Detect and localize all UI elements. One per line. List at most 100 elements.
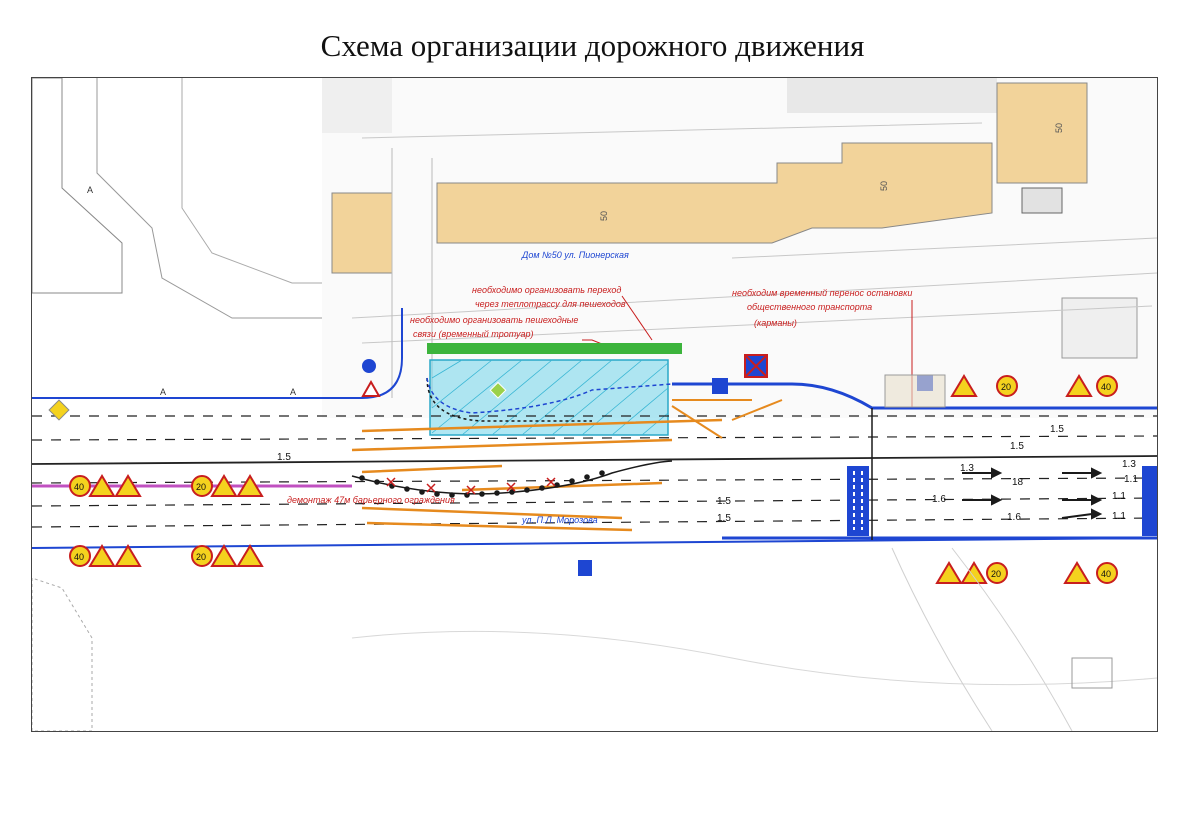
- svg-text:40: 40: [74, 482, 84, 492]
- left-road-edge-2: [181, 78, 322, 284]
- svg-text:40: 40: [1101, 382, 1111, 392]
- road-mark-a3: A: [87, 185, 93, 195]
- crosswalk-stripes: [853, 471, 863, 530]
- sign-cluster-left-north: 40: [69, 474, 142, 497]
- sign-cluster-left-south: 40: [69, 544, 142, 567]
- left-road-edge: [96, 78, 322, 319]
- road-mark-a1: A: [290, 387, 296, 397]
- lane-label-4: 1.5: [1050, 424, 1064, 435]
- svg-text:20: 20: [1001, 382, 1011, 392]
- sign-cluster-right-north: 20 40: [950, 374, 1118, 397]
- traffic-scheme-map: 50 50 50 Дом №50 ул. Пионерская необходи…: [31, 77, 1158, 732]
- barrier-fence-line: [351, 460, 673, 495]
- lane-label-11: 1.1: [1112, 511, 1126, 522]
- lane-label-12: 1.1: [1124, 474, 1138, 485]
- narrowing-sign: [114, 474, 142, 497]
- lane-label-9: 1.6: [1007, 512, 1021, 523]
- road-edge-north-right: [672, 382, 1157, 410]
- annotation-bus-1: необходим временный перенос остановки: [732, 288, 912, 298]
- lane-dash-5: [32, 517, 1157, 528]
- speed-limit-sign: [191, 545, 213, 567]
- sign-cluster-right-south: 20 40: [935, 561, 1118, 584]
- construction-hatch: [431, 359, 669, 436]
- diamond-sign-center: [489, 381, 507, 399]
- house-number-a: 50: [599, 211, 609, 221]
- barrier-removal-marks: [386, 477, 556, 495]
- lane-dash-3: [32, 477, 1157, 484]
- building-right: [996, 82, 1088, 184]
- annotation-crossing-2: через теплотрассу для пешеходов: [475, 299, 626, 309]
- contour-1: [351, 630, 1157, 686]
- sign-cluster-mid-north: 20: [191, 474, 264, 497]
- lane-solid-center: [32, 455, 1157, 465]
- contour-2: [891, 547, 1073, 731]
- road-works-sign-2: [1063, 561, 1091, 584]
- barrier-fence-posts: [359, 470, 605, 498]
- narrowing-sign: [960, 561, 988, 584]
- crosswalk-left: [847, 466, 869, 536]
- survey-lines: [351, 122, 1157, 344]
- house-number-b: 50: [879, 181, 889, 191]
- bus-pavilion: [884, 374, 946, 408]
- speed-limit-sign: [996, 375, 1018, 397]
- lane-label-2: 1.5: [717, 496, 731, 507]
- lane-label-3: 1.5: [717, 513, 731, 524]
- priority-road-sign: [48, 399, 70, 421]
- sign-cluster-mid-south: 20: [191, 544, 264, 567]
- street-label: ул. П.Л. Морозова: [521, 515, 598, 525]
- road-works-sign: [210, 474, 238, 497]
- road-works-sign: [935, 561, 963, 584]
- lane-label-10: 1.1: [1112, 491, 1126, 502]
- road-works-sign: [210, 544, 238, 567]
- narrowing-sign: [236, 474, 264, 497]
- speed-limit-sign: [69, 545, 91, 567]
- svg-text:40: 40: [74, 552, 84, 562]
- annotation-pockets: (карманы): [754, 318, 797, 328]
- crosswalk-right: [1142, 466, 1157, 536]
- road-works-sign-2: [1065, 374, 1093, 397]
- temporary-arrows: [671, 399, 783, 439]
- hatched-band-left: [322, 78, 392, 133]
- page-title: Схема организации дорожного движения: [320, 28, 865, 63]
- road-edge-south: [32, 537, 1157, 549]
- road-mark-a2: A: [160, 387, 166, 397]
- bus-stop-sign: [712, 378, 728, 394]
- speed-limit-sign-2: [1096, 562, 1118, 584]
- house-number-c: 50: [1054, 123, 1064, 133]
- annotation-bus-2: общественного транспорта: [747, 302, 872, 312]
- bottom-left-outline: [32, 577, 93, 731]
- bottom-right-structure: [1071, 657, 1113, 689]
- lane-label-13: 18: [1012, 477, 1024, 488]
- building-main: [436, 142, 993, 244]
- speed-limit-sign: [69, 475, 91, 497]
- road-works-sign: [88, 474, 116, 497]
- lane-label-8: 1.6: [932, 494, 946, 505]
- building-small-left: [331, 192, 393, 274]
- annotation-pedestrian-2: связи (временный тротуар): [413, 329, 534, 339]
- temporary-curb-curve: [426, 377, 592, 422]
- svg-text:20: 20: [991, 569, 1001, 579]
- cancel-cross: [744, 354, 768, 378]
- road-works-sign: [88, 544, 116, 567]
- annotation-barrier-removal: демонтаж 47м барьерного ограждения: [287, 495, 455, 505]
- house-label: Дом №50 ул. Пионерская: [521, 250, 629, 260]
- narrowing-sign: [114, 544, 142, 567]
- left-block-outline: [32, 78, 123, 294]
- left-area: [32, 78, 322, 403]
- lane-label-1: 1.5: [277, 452, 291, 463]
- lane-label-5: 1.5: [1010, 441, 1024, 452]
- lane-label-6: 1.3: [960, 463, 974, 474]
- lane-dash-2: [32, 435, 1157, 441]
- speed-limit-sign: [191, 475, 213, 497]
- map-canvas: 50 50 50 Дом №50 ул. Пионерская необходи…: [32, 78, 1157, 731]
- svg-text:20: 20: [196, 482, 206, 492]
- annotation-pedestrian-1: необходимо организовать пешеходные: [410, 315, 578, 325]
- hatched-band-top: [787, 78, 997, 113]
- lane-direction-sign: [578, 560, 592, 576]
- svg-text:40: 40: [1101, 569, 1111, 579]
- roundabout-sign: [362, 359, 376, 373]
- speed-limit-sign-2: [1096, 375, 1118, 397]
- building-annex: [1021, 187, 1063, 214]
- lane-label-7: 1.3: [1122, 459, 1136, 470]
- temporary-sidewalk: [427, 343, 682, 354]
